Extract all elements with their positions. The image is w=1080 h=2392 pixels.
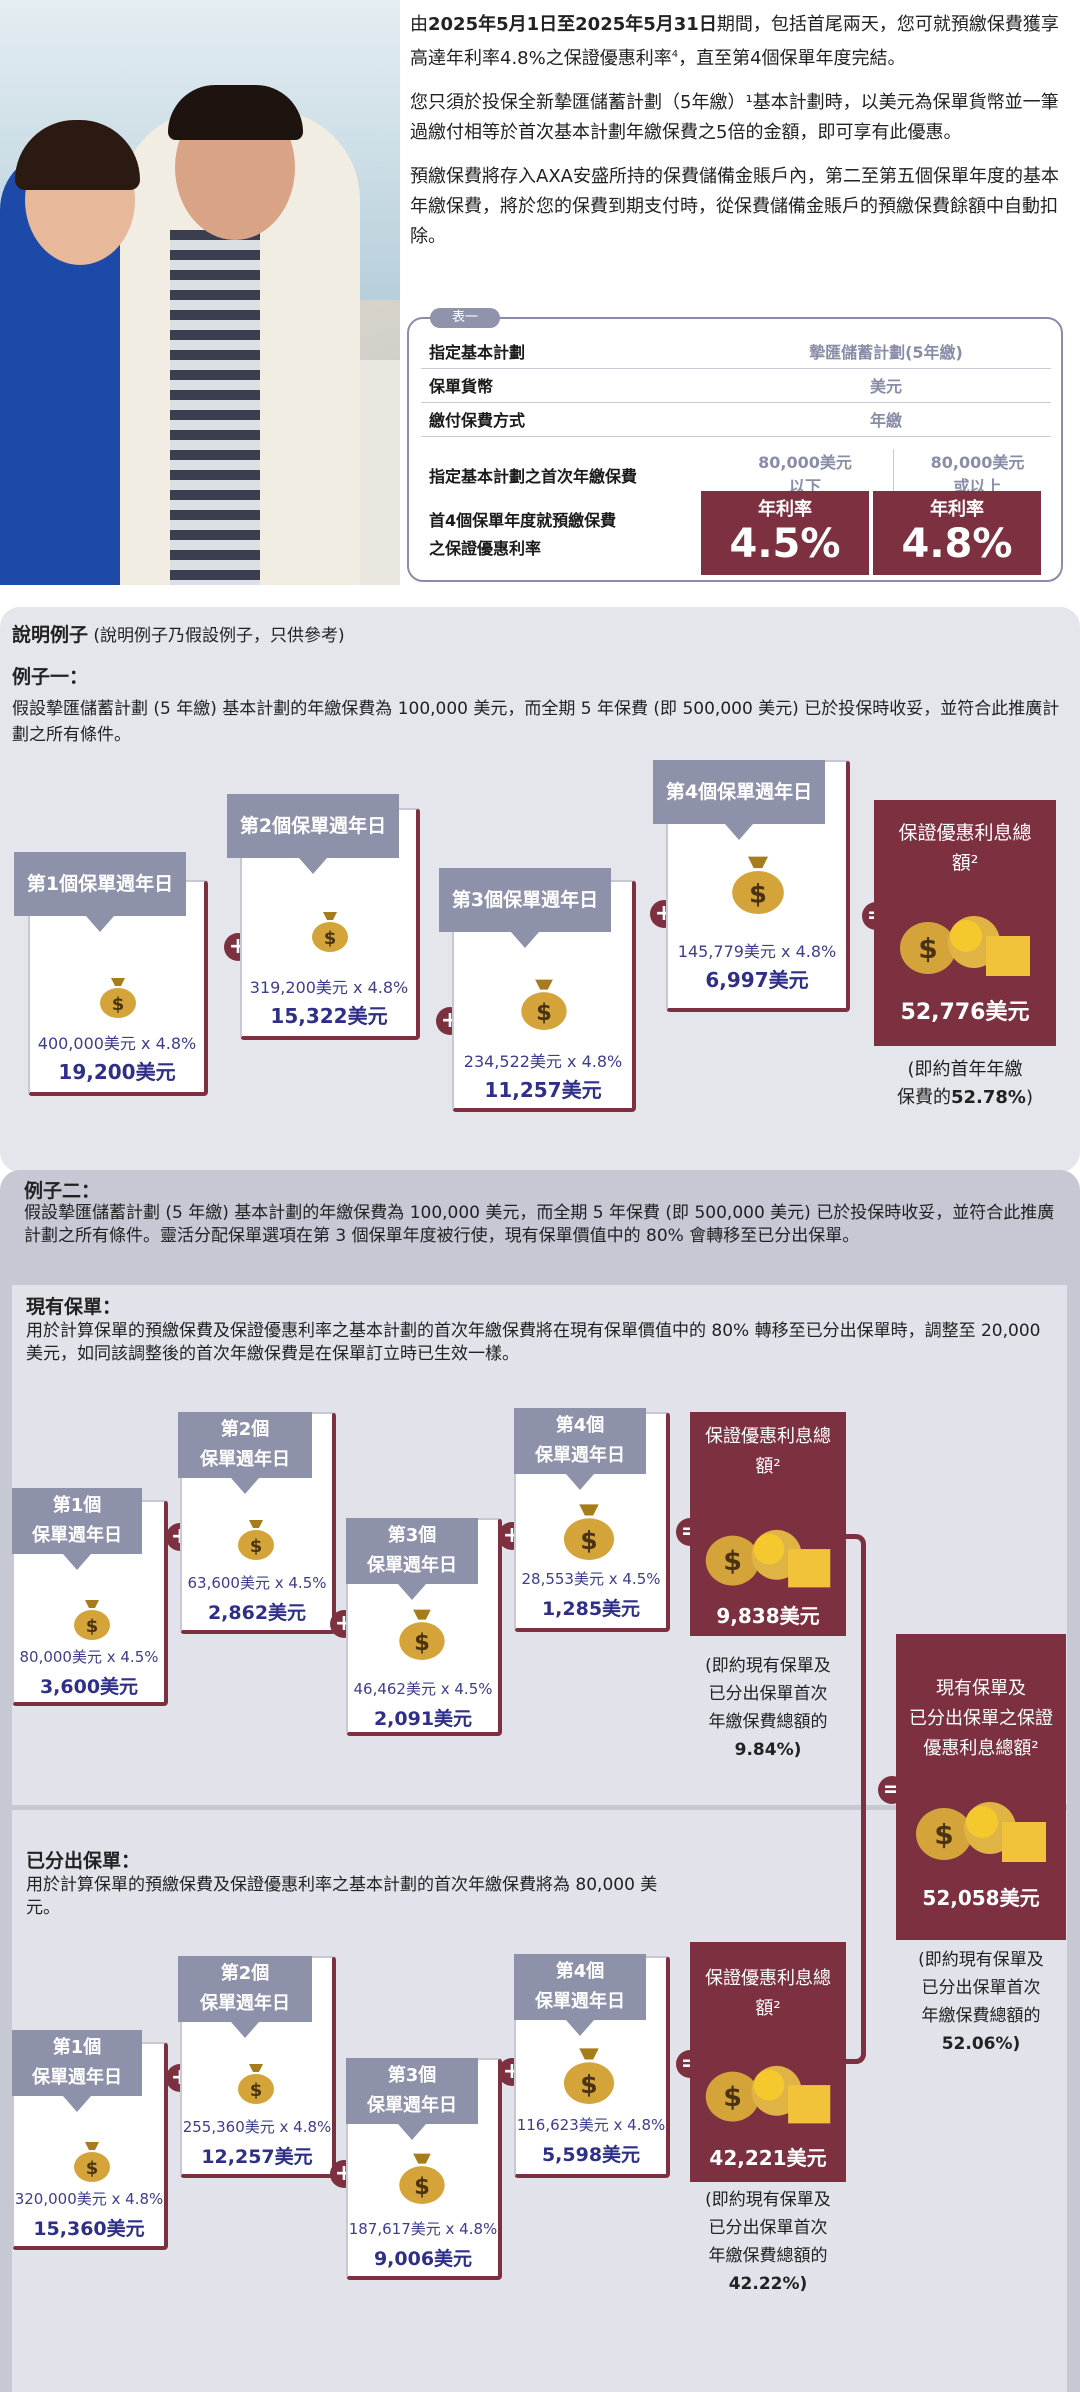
existing-label-1: 第1個保單週年日: [12, 1488, 142, 1570]
existing-label-2: 第2個保單週年日: [178, 1412, 312, 1494]
amount: 5,598美元: [541, 2144, 641, 2166]
money-bag-icon: $: [399, 2153, 445, 2204]
svg-text:$: $: [580, 2070, 597, 2099]
svg-text:$: $: [723, 2082, 742, 2113]
money-bag-icon: $: [732, 856, 784, 914]
rate-label: 首4個保單年度就預繳保費之保證優惠利率: [429, 511, 617, 558]
split-total-box: 保證優惠利息總額² $ 42,221美元: [690, 1942, 846, 2182]
amount: 15,322美元: [270, 1004, 388, 1028]
coin-stack-icon: $: [900, 916, 1030, 976]
grand-total-box: 現有保單及已分出保單之保證優惠利息總額² $ 52,058美元: [896, 1634, 1066, 1940]
intro-paragraph-1: 由2025年5月1日至2025年5月31日期間，包括首尾兩天，您可就預繳保費獲享…: [410, 14, 1059, 69]
existing-policy-desc: 用於計算保單的預繳保費及保證優惠利率之基本計劃的首次年繳保費將在現有保單價值中的…: [26, 1321, 1041, 1364]
anniversary-label-3: 第3個保單週年日: [439, 868, 611, 948]
svg-text:$: $: [580, 1526, 597, 1555]
amount: 19,200美元: [58, 1060, 176, 1084]
money-bag-icon: $: [521, 979, 567, 1030]
example-2-title: 例子二：: [24, 1180, 101, 1202]
ex1-note: (即約首年年繳保費的52.78%): [896, 1059, 1033, 1108]
money-bag-icon: $: [74, 1600, 110, 1640]
table-row: 保單貨幣美元: [421, 373, 1051, 403]
money-bag-icon: $: [312, 912, 348, 952]
svg-text:$: $: [536, 1000, 552, 1026]
amount: 15,360美元: [33, 2218, 145, 2240]
svg-text:$: $: [934, 1818, 953, 1851]
svg-text:$: $: [250, 1536, 263, 1557]
money-bag-icon: $: [74, 2142, 110, 2182]
coin-stack-icon: $: [916, 1802, 1046, 1862]
split-label-2: 第2個保單週年日: [178, 1956, 312, 2038]
amount: 52,058美元: [922, 1886, 1040, 1910]
table-tag: 表一: [430, 308, 500, 328]
amount: 11,257美元: [484, 1078, 602, 1102]
anniversary-label-4: 第4個保單週年日: [653, 760, 825, 840]
amount: 6,997美元: [705, 968, 809, 992]
table-row: 繳付保費方式年繳: [421, 407, 1051, 437]
svg-text:$: $: [414, 2174, 430, 2200]
total-interest-box: 保證優惠利息總額² $ 52,776美元: [874, 800, 1056, 1046]
amount: 2,091美元: [373, 1708, 473, 1730]
split-label-4: 第4個保單週年日: [514, 1954, 646, 2036]
svg-text:$: $: [86, 2158, 99, 2179]
hero-couple-photo: [0, 0, 400, 585]
existing-label-4: 第4個保單週年日: [514, 1408, 646, 1490]
svg-text:$: $: [86, 1616, 99, 1637]
amount: 3,600美元: [39, 1676, 139, 1698]
table-row: 指定基本計劃摯匯儲蓄計劃(5年繳): [421, 339, 1051, 369]
example-2-desc: 假設摯匯儲蓄計劃 (5 年繳) 基本計劃的年繳保費為 100,000 美元，而全…: [24, 1203, 1055, 1246]
money-bag-icon: $: [100, 978, 136, 1018]
svg-text:$: $: [250, 2080, 263, 2101]
svg-text:$: $: [414, 1630, 430, 1656]
amount: 9,006美元: [373, 2248, 473, 2270]
coin-stack-icon: $: [705, 1529, 831, 1588]
split-policy-title: 已分出保單：: [26, 1850, 141, 1872]
money-bag-icon: $: [563, 1504, 615, 1560]
anniversary-label-2: 第2個保單週年日: [227, 794, 399, 874]
intro-text: 由2025年5月1日至2025年5月31日期間，包括首尾兩天，您可就預繳保費獲享…: [410, 10, 1065, 266]
money-bag-icon: $: [399, 1609, 445, 1660]
svg-text:$: $: [918, 932, 937, 965]
svg-text:$: $: [749, 880, 767, 910]
amount: 52,776美元: [900, 1000, 1030, 1025]
existing-label-3: 第3個保單週年日: [346, 1518, 478, 1600]
existing-total-box: 保證優惠利息總額² $ 9,838美元: [690, 1412, 846, 1636]
amount: 9,838美元: [716, 1604, 820, 1628]
money-bag-icon: $: [238, 1520, 274, 1560]
money-bag-icon: $: [238, 2064, 274, 2104]
plan-rate-table: 指定基本計劃摯匯儲蓄計劃(5年繳) 保單貨幣美元 繳付保費方式年繳 指定基本計劃…: [407, 317, 1063, 582]
split-policy-desc: 用於計算保單的預繳保費及保證優惠利率之基本計劃的首次年繳保費將為 80,000 …: [26, 1875, 658, 1918]
split-label-3: 第3個保單週年日: [346, 2058, 478, 2140]
sum-bracket: [846, 1534, 866, 2064]
anniversary-label-1: 第1個保單週年日: [14, 852, 186, 932]
amount: 1,285美元: [541, 1598, 641, 1620]
amount: 42,221美元: [709, 2146, 827, 2170]
illustration-title: 說明例子 (說明例子乃假設例子，只供參考): [12, 624, 345, 646]
example-1-desc: 假設摯匯儲蓄計劃 (5 年繳) 基本計劃的年繳保費為 100,000 美元，而全…: [12, 699, 1060, 745]
amount: 12,257美元: [201, 2146, 313, 2168]
svg-text:$: $: [324, 928, 337, 949]
example-1-title: 例子一：: [12, 666, 89, 688]
intro-paragraph-3: 預繳保費將存入AXA安盛所持的保費儲備金賬戶內，第二至第五個保單年度的基本年繳保…: [410, 166, 1059, 247]
split-label-1: 第1個保單週年日: [12, 2030, 142, 2112]
intro-paragraph-2: 您只須於投保全新摯匯儲蓄計劃（5年繳）¹基本計劃時，以美元為保單貨幣並一筆過繳付…: [410, 92, 1059, 143]
amount: 2,862美元: [207, 1602, 307, 1624]
existing-policy-title: 現有保單：: [26, 1296, 122, 1318]
money-bag-icon: $: [563, 2048, 615, 2104]
svg-text:$: $: [723, 1546, 742, 1577]
svg-text:$: $: [112, 994, 125, 1015]
coin-stack-icon: $: [705, 2065, 831, 2124]
anniversary-card-1: $ 400,000美元 x 4.8% 19,200美元: [28, 880, 208, 1096]
